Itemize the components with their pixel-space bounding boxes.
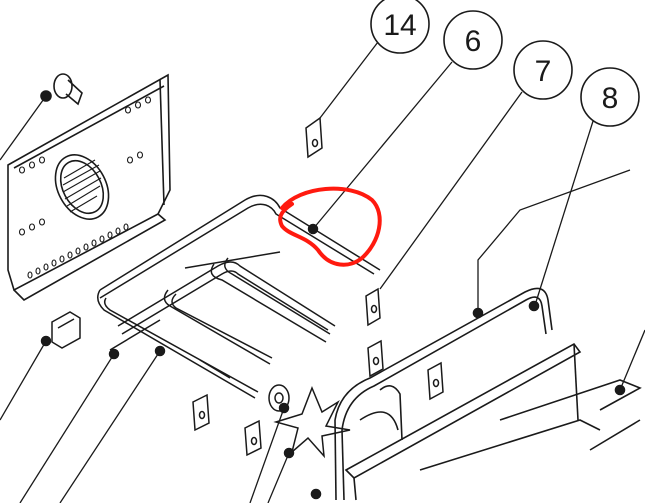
callout-6: 6 [443,10,503,70]
oven-cavity-frame [310,287,642,501]
fan-blade-icon [268,384,351,459]
callout-7-label: 7 [535,55,552,88]
lamp-holder [40,73,83,106]
callout-6-label: 6 [465,25,482,58]
callout-7: 7 [513,40,573,100]
fan-cover-plate [7,73,171,301]
leader-lines [0,41,645,503]
callout-8: 8 [580,67,640,127]
terminal-clip-icon [40,311,81,349]
red-highlight-circle [278,186,382,267]
callout-14: 14 [370,0,430,54]
callout-14-label: 14 [383,9,416,42]
mounting-brackets [192,116,444,457]
callout-8-label: 8 [602,82,619,115]
heating-element [97,194,381,399]
